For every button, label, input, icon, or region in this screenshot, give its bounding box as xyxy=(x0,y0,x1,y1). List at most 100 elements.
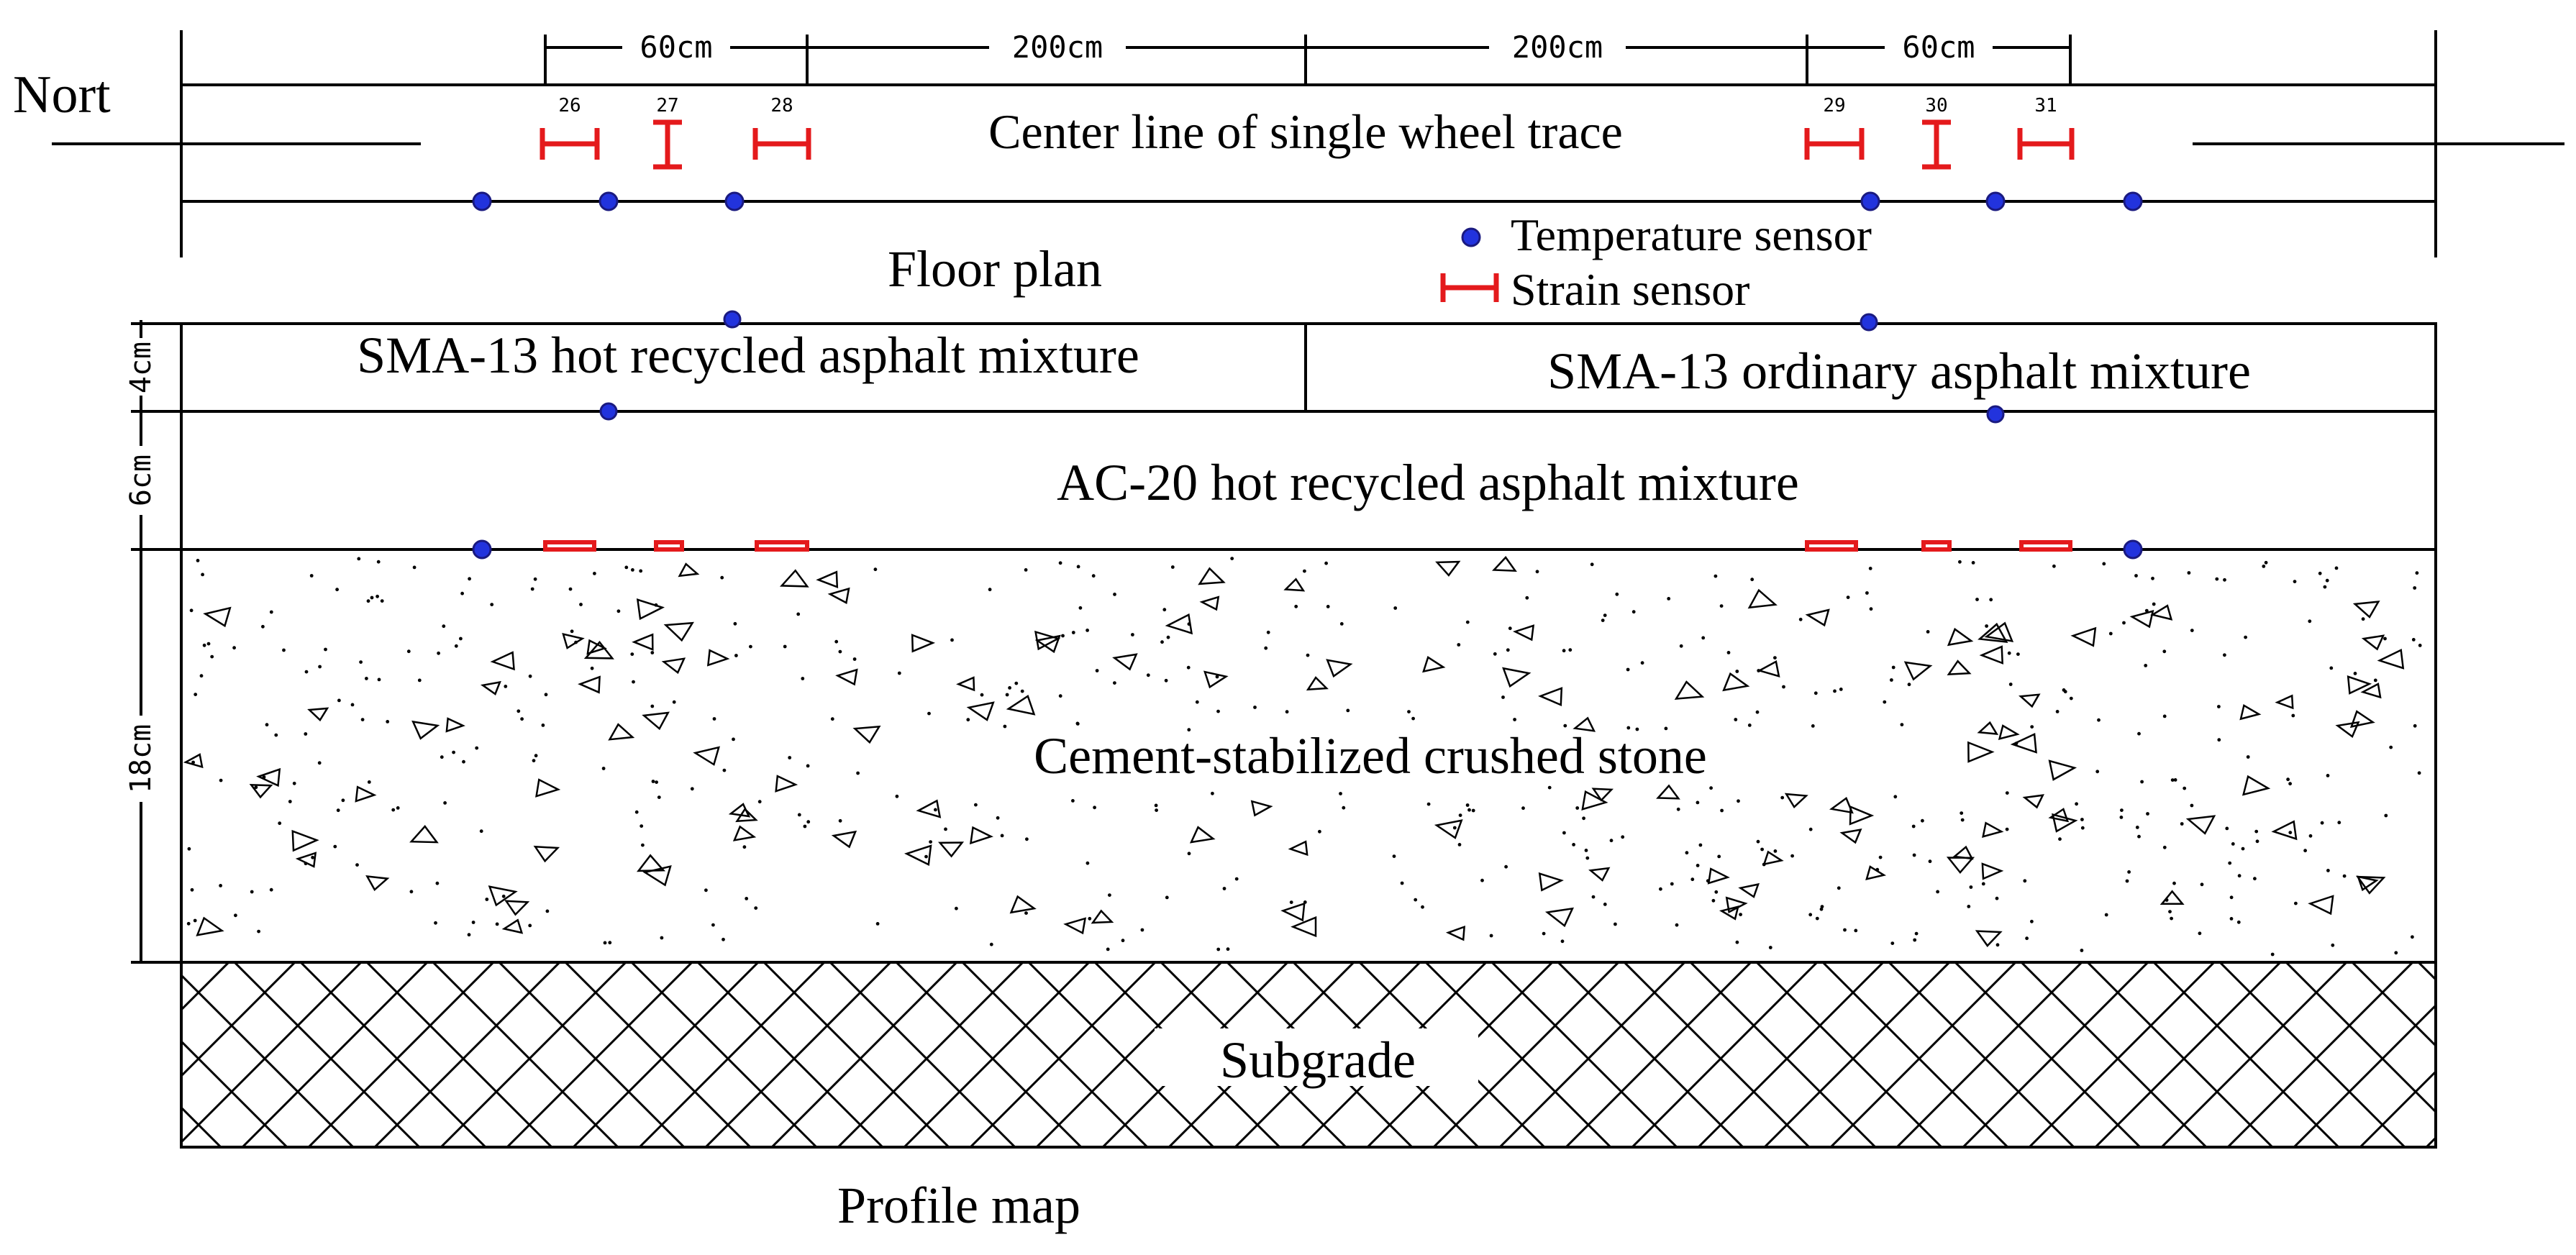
aggregate-dot xyxy=(2231,842,2235,846)
temperature-sensor xyxy=(723,310,742,329)
aggregate-dot xyxy=(333,844,337,849)
aggregate-dot xyxy=(2104,913,2108,917)
depth-label: 6cm xyxy=(124,455,158,506)
aggregate-dot xyxy=(1921,818,1924,823)
strain-sensor-id: 26 xyxy=(558,95,581,117)
aggregate-dot xyxy=(391,808,396,812)
aggregate-dot xyxy=(269,610,273,614)
aggregate-dot xyxy=(1667,597,1671,601)
aggregate-dot xyxy=(1969,885,1973,889)
aggregate-dot xyxy=(485,898,489,901)
aggregate-dot xyxy=(1215,675,1219,679)
aggregate-triangle xyxy=(1977,622,2008,643)
aggregate-dot xyxy=(590,666,594,670)
aggregate-dot xyxy=(189,608,194,613)
aggregate-dot xyxy=(2137,834,2141,839)
aggregate-triangle xyxy=(637,854,666,872)
aggregate-triangle xyxy=(1189,826,1216,844)
aggregate-dot xyxy=(1815,916,1819,921)
aggregate-dot xyxy=(1216,709,1220,713)
aggregate-dot xyxy=(1506,648,1510,652)
aggregate-dot xyxy=(2144,608,2149,613)
aggregate-dot xyxy=(2080,818,2084,821)
aggregate-dot xyxy=(980,693,984,697)
aggregate-dot xyxy=(1609,839,1614,843)
aggregate-dot xyxy=(1154,803,1158,808)
aggregate-dot xyxy=(199,674,204,678)
aggregate-dot xyxy=(745,897,749,900)
aggregate-dot xyxy=(2418,644,2422,647)
aggregate-dot xyxy=(1562,649,1566,653)
aggregate-dot xyxy=(634,810,639,814)
aggregate-dot xyxy=(1664,726,1668,731)
aggregate-triangle xyxy=(1591,788,1614,802)
aggregate-dot xyxy=(530,587,534,591)
aggregate-dot xyxy=(2229,895,2234,900)
aggregate-dot xyxy=(1166,635,1170,639)
aggregate-dot xyxy=(1489,934,1493,938)
aggregate-dot xyxy=(1008,686,1011,690)
aggregate-dot xyxy=(2223,578,2226,582)
aggregate-dot xyxy=(2384,813,2388,818)
aggregate-dot xyxy=(406,649,411,654)
aggregate-dot xyxy=(265,723,269,727)
aggregate-dot xyxy=(544,693,548,697)
aggregate-dot xyxy=(2373,678,2377,683)
aggregate-dot xyxy=(357,557,361,561)
aggregate-dot xyxy=(1670,882,1674,886)
aggregate-dot xyxy=(1393,606,1398,610)
aggregate-triangle xyxy=(533,845,560,863)
aggregate-dot xyxy=(2120,808,2124,812)
aggregate-dot xyxy=(309,574,314,578)
aggregate-triangle xyxy=(1829,796,1854,814)
aggregate-dot xyxy=(462,759,465,764)
aggregate-dot xyxy=(1186,665,1191,670)
aggregate-dot xyxy=(2008,683,2013,686)
aggregate-triangle xyxy=(1975,930,2003,947)
aggregate-dot xyxy=(2294,901,2298,905)
aggregate-dot xyxy=(2097,718,2101,722)
aggregate-triangle xyxy=(1034,630,1061,651)
temperature-sensor xyxy=(724,191,745,211)
aggregate-dot xyxy=(632,680,635,684)
aggregate-dot xyxy=(2127,870,2131,874)
aggregate-dot xyxy=(1635,727,1639,731)
strain-sensor-id: 29 xyxy=(1823,95,1845,117)
aggregate-triangle xyxy=(183,753,204,769)
aggregate-dot xyxy=(2162,714,2167,718)
aggregate-dot xyxy=(1798,617,1803,621)
strain-sensor-28: 28 xyxy=(752,95,811,160)
aggregate-dot xyxy=(1480,878,1484,882)
aggregate-dot xyxy=(304,732,308,736)
aggregate-dot xyxy=(1346,708,1350,713)
aggregate-dot xyxy=(386,720,390,724)
aggregate-triangle xyxy=(307,707,329,722)
aggregate-dot xyxy=(1195,700,1199,704)
aggregate-dot xyxy=(2270,952,2275,957)
aggregate-dot xyxy=(1071,631,1075,634)
aggregate-dot xyxy=(282,648,286,652)
aggregate-dot xyxy=(1755,710,1760,714)
aggregate-dot xyxy=(1735,670,1739,673)
aggregate-dot xyxy=(2187,571,2191,575)
aggregate-dot xyxy=(1958,560,1962,564)
aggregate-dot xyxy=(2286,777,2290,782)
aggregate-dot xyxy=(2217,705,2221,708)
sma-recycled-label: SMA-13 hot recycled asphalt mixture xyxy=(357,327,1139,384)
aggregate-dot xyxy=(806,820,811,824)
aggregate-dot xyxy=(1226,947,1230,951)
aggregate-triangle xyxy=(1719,905,1739,921)
aggregate-triangle xyxy=(1982,821,2004,838)
aggregate-dot xyxy=(412,565,417,570)
aggregate-triangle xyxy=(1198,567,1226,585)
aggregate-dot xyxy=(1211,791,1214,795)
aggregate-dot xyxy=(1839,688,1843,691)
aggregate-dot xyxy=(1696,864,1700,867)
aggregate-triangle xyxy=(2377,649,2405,670)
aggregate-triangle xyxy=(1947,627,1974,647)
aggregate-dot xyxy=(269,887,273,892)
aggregate-dot xyxy=(757,800,762,804)
aggregate-dot xyxy=(1928,859,1932,864)
aggregate-dot xyxy=(732,737,735,741)
